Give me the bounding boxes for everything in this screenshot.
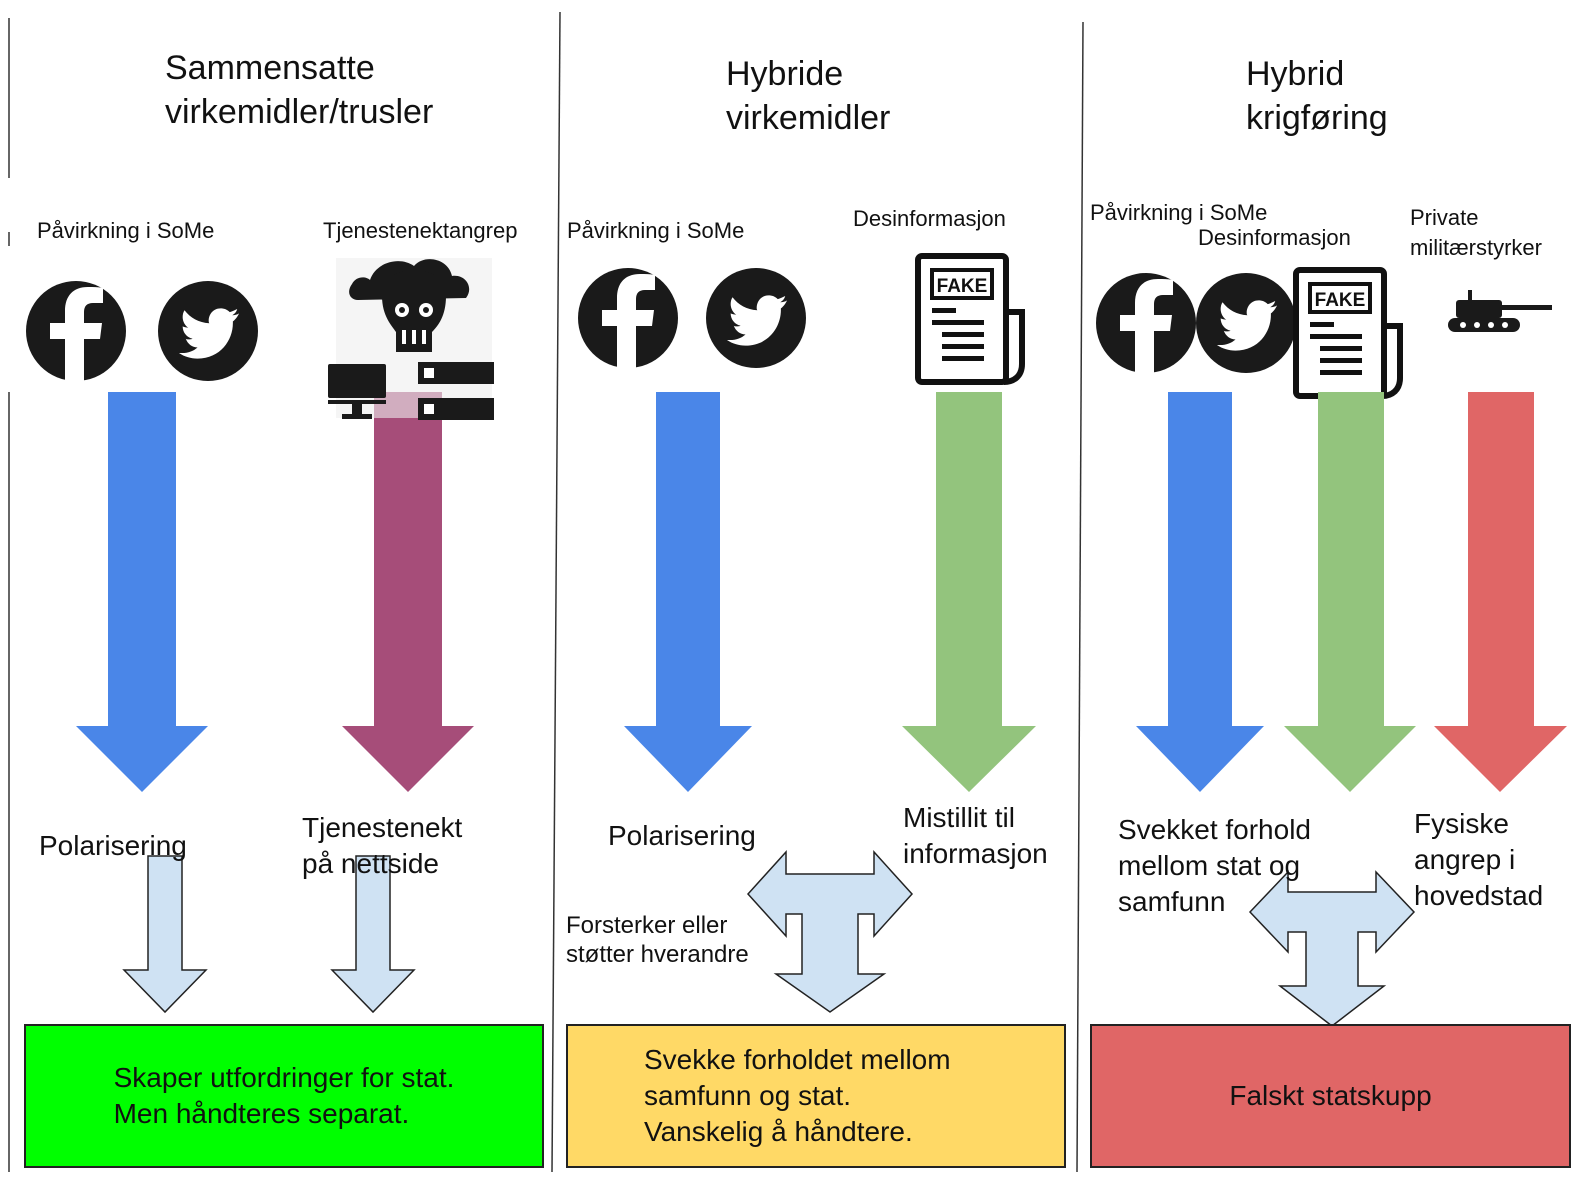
column-1-title: Sammensatte virkemidler/trusler	[165, 49, 434, 131]
result-denial-of-service: Tjenestenekt på nettside	[302, 812, 463, 879]
arrow-green-disinformation	[902, 392, 1036, 792]
facebook-icon	[578, 268, 678, 370]
label-social-influence: Påvirkning i SoMe	[567, 218, 745, 243]
arrow-purple-dos	[342, 392, 474, 792]
result-polarization: Polarisering	[608, 820, 756, 851]
arrow-green-disinformation	[1284, 392, 1416, 792]
twitter-icon	[158, 281, 258, 381]
bidirectional-merge-arrow	[1248, 870, 1416, 1027]
result-polarization: Polarisering	[39, 830, 187, 861]
arrow-down-light	[122, 855, 208, 1014]
outcome-text: Falskt statskupp	[1229, 1080, 1432, 1111]
twitter-icon	[1196, 273, 1296, 373]
label-private-military: Private militærstyrker	[1410, 205, 1542, 260]
fake-news-icon	[918, 256, 1022, 382]
note-reinforce: Forsterker eller støtter hverandre	[566, 912, 749, 968]
label-social-influence: Påvirkning i SoMe	[37, 218, 215, 243]
fake-news-icon	[1296, 270, 1400, 396]
arrow-red-military	[1434, 392, 1567, 792]
outcome-box-yellow: Svekke forholdet mellom samfunn og stat.…	[566, 1024, 1066, 1168]
column-dividers	[8, 11, 1084, 1173]
arrow-down-light	[330, 855, 416, 1014]
arrow-blue-influence	[76, 392, 208, 792]
column-3-title: Hybrid krigføring	[1246, 55, 1388, 137]
result-weakened-relation: Svekket forhold mellom stat og samfunn	[1118, 814, 1311, 917]
outcome-box-green: Skaper utfordringer for stat. Men håndte…	[24, 1024, 544, 1168]
twitter-icon	[706, 268, 806, 368]
hacker-icon	[328, 258, 494, 420]
column-2-title: Hybride virkemidler	[726, 55, 891, 137]
outcome-text: Skaper utfordringer for stat. Men håndte…	[113, 1062, 455, 1129]
bidirectional-merge-arrow	[746, 850, 914, 1013]
label-denial-of-service: Tjenestenektangrep	[323, 218, 518, 243]
arrow-blue-influence	[1136, 392, 1264, 792]
label-disinformation: Desinformasjon	[1198, 225, 1351, 250]
facebook-icon	[26, 281, 126, 383]
facebook-icon	[1096, 273, 1196, 375]
tank-icon	[1448, 290, 1552, 332]
result-distrust: Mistillit til informasjon	[903, 802, 1048, 869]
outcome-box-red: Falskt statskupp	[1090, 1024, 1571, 1168]
outcome-text: Svekke forholdet mellom samfunn og stat.…	[644, 1044, 951, 1147]
result-physical-attacks: Fysiske angrep i hovedstad	[1414, 808, 1544, 911]
arrow-blue-influence	[624, 392, 752, 792]
label-disinformation: Desinformasjon	[853, 206, 1006, 231]
label-social-influence: Påvirkning i SoMe	[1090, 200, 1268, 225]
